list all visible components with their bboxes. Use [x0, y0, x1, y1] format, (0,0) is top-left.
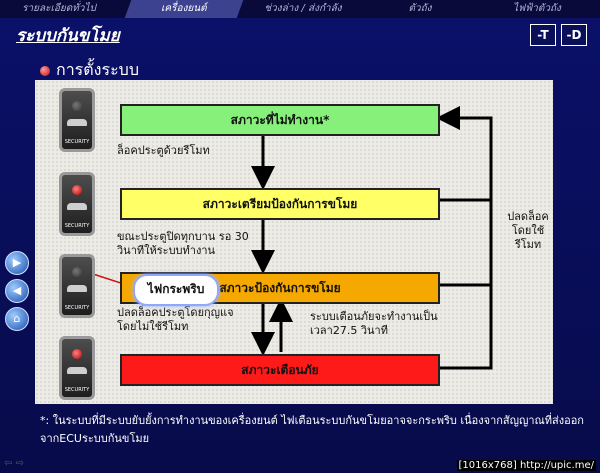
- car-icon: [67, 367, 87, 374]
- security-key-1: SECURITY: [59, 88, 95, 152]
- bottom-nav-icons[interactable]: ⇦ ⇨: [4, 458, 24, 469]
- home-icon[interactable]: ⌂: [5, 307, 29, 331]
- nav-tab-general[interactable]: รายละเอียดทั่วไป: [22, 3, 96, 14]
- security-key-4: SECURITY: [59, 336, 95, 400]
- nav-tab-body-electrical[interactable]: ไฟฟ้าตัวถัง: [513, 3, 561, 14]
- note-alarm-time: ระบบเตือนภัยจะทำงานเป็นเวลา27.5 วินาที: [310, 310, 438, 337]
- t-button[interactable]: -T: [530, 24, 556, 46]
- car-icon: [67, 203, 87, 210]
- header: ระบบกันขโมย: [0, 20, 600, 48]
- nav-tab-body[interactable]: ตัวถัง: [408, 3, 432, 14]
- indicator-light-off: [72, 101, 82, 111]
- note-unlock-remote: ปลดล็อคโดยใช้รีโมท: [507, 210, 549, 251]
- note-unlock-key-line2: โดยไม่ใช้รีโมท: [117, 320, 189, 333]
- key-label: SECURITY: [64, 387, 90, 393]
- indicator-light-on: [72, 349, 82, 359]
- bullet-icon: [40, 65, 50, 76]
- page-title: ระบบกันขโมย: [16, 26, 120, 46]
- note-lock-remote: ล็อคประตูด้วยรีโมท: [117, 144, 210, 157]
- nav-tab-engine[interactable]: เครื่องยนต์: [124, 0, 244, 18]
- top-navigation: รายละเอียดทั่วไป เครื่องยนต์ ช่วงล่าง / …: [0, 0, 600, 18]
- d-button[interactable]: -D: [561, 24, 587, 46]
- section-heading: การตั้งระบบ: [40, 58, 139, 83]
- footnote: *: ในระบบที่มีระบบยับยั้งการทำงานของเครื…: [40, 414, 584, 445]
- section-title: การตั้งระบบ: [56, 60, 139, 79]
- arrow-prepare-to-inactive: [436, 106, 493, 202]
- link-protect-right: [438, 200, 493, 287]
- security-key-3: SECURITY: [59, 254, 95, 318]
- key-label: SECURITY: [64, 305, 90, 311]
- state-inactive: สภาวะที่ไม่ทำงาน*: [120, 104, 440, 136]
- watermark: [1016x768] http://upic.me/: [456, 460, 596, 471]
- blink-callout: ไฟกระพริบ: [133, 274, 219, 306]
- next-arrow-icon[interactable]: ▶: [5, 251, 29, 275]
- note-unlock-key: ปลดล็อคประตูโดยกุญแจ โดยไม่ใช้รีโมท: [117, 306, 234, 334]
- indicator-light-off: [72, 267, 82, 277]
- note-door-wait: ขณะประตูปิดทุกบาน รอ 30 วินาทีให้ระบบทำง…: [117, 230, 249, 257]
- car-icon: [67, 285, 87, 292]
- key-label: SECURITY: [64, 223, 90, 229]
- back-arrow-icon[interactable]: ◀: [5, 279, 29, 303]
- car-icon: [67, 119, 87, 126]
- security-key-2: SECURITY: [59, 172, 95, 236]
- indicator-light-on: [72, 185, 82, 195]
- nav-tab-chassis[interactable]: ช่วงล่าง / ส่งกำลัง: [264, 3, 342, 14]
- note-unlock-key-line1: ปลดล็อคประตูโดยกุญแจ: [117, 306, 234, 319]
- state-alarm: สภาวะเตือนภัย: [120, 354, 440, 386]
- key-label: SECURITY: [64, 139, 90, 145]
- diagram-canvas: SECURITY SECURITY SECURITY SECURITY สภาว…: [35, 80, 553, 404]
- state-prepare: สภาวะเตรียมป้องกันการขโมย: [120, 188, 440, 220]
- link-alarm-right: [438, 285, 493, 370]
